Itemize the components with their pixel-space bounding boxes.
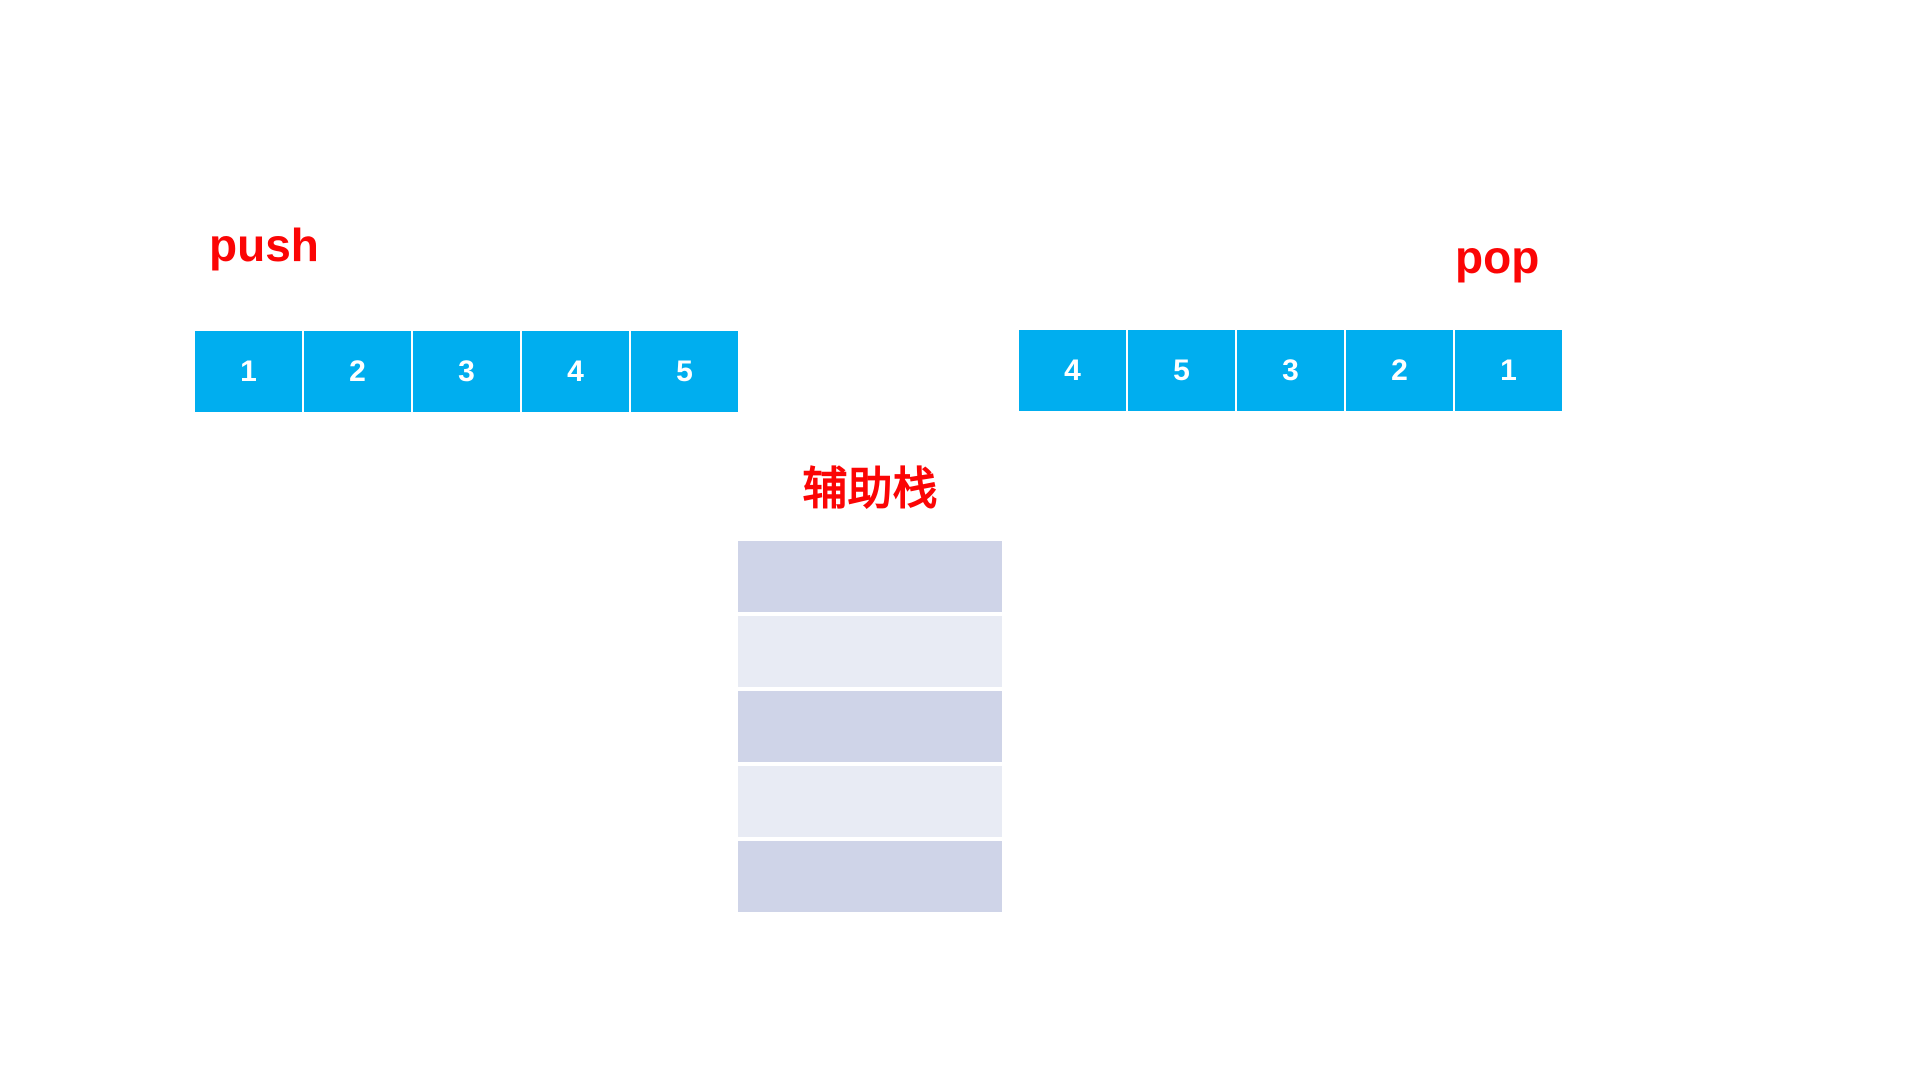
push-cell-3: 3 bbox=[413, 331, 520, 412]
aux-stack-slot-5 bbox=[738, 841, 1002, 912]
pop-cell-2: 5 bbox=[1128, 330, 1235, 411]
push-cell-4: 4 bbox=[522, 331, 629, 412]
aux-stack bbox=[738, 541, 1002, 916]
pop-cell-1: 4 bbox=[1019, 330, 1126, 411]
pop-sequence-array: 4 5 3 2 1 bbox=[1019, 330, 1562, 411]
aux-stack-slot-3 bbox=[738, 691, 1002, 762]
push-cell-2: 2 bbox=[304, 331, 411, 412]
aux-stack-slot-1 bbox=[738, 541, 1002, 612]
push-sequence-array: 1 2 3 4 5 bbox=[195, 331, 738, 412]
pop-cell-4: 2 bbox=[1346, 330, 1453, 411]
aux-stack-slot-4 bbox=[738, 766, 1002, 837]
pop-cell-5: 1 bbox=[1455, 330, 1562, 411]
aux-stack-label: 辅助栈 bbox=[802, 463, 938, 514]
push-cell-5: 5 bbox=[631, 331, 738, 412]
push-cell-1: 1 bbox=[195, 331, 302, 412]
pop-label: pop bbox=[1455, 231, 1540, 283]
push-label: push bbox=[209, 219, 319, 271]
aux-stack-slot-2 bbox=[738, 616, 1002, 687]
pop-cell-3: 3 bbox=[1237, 330, 1344, 411]
